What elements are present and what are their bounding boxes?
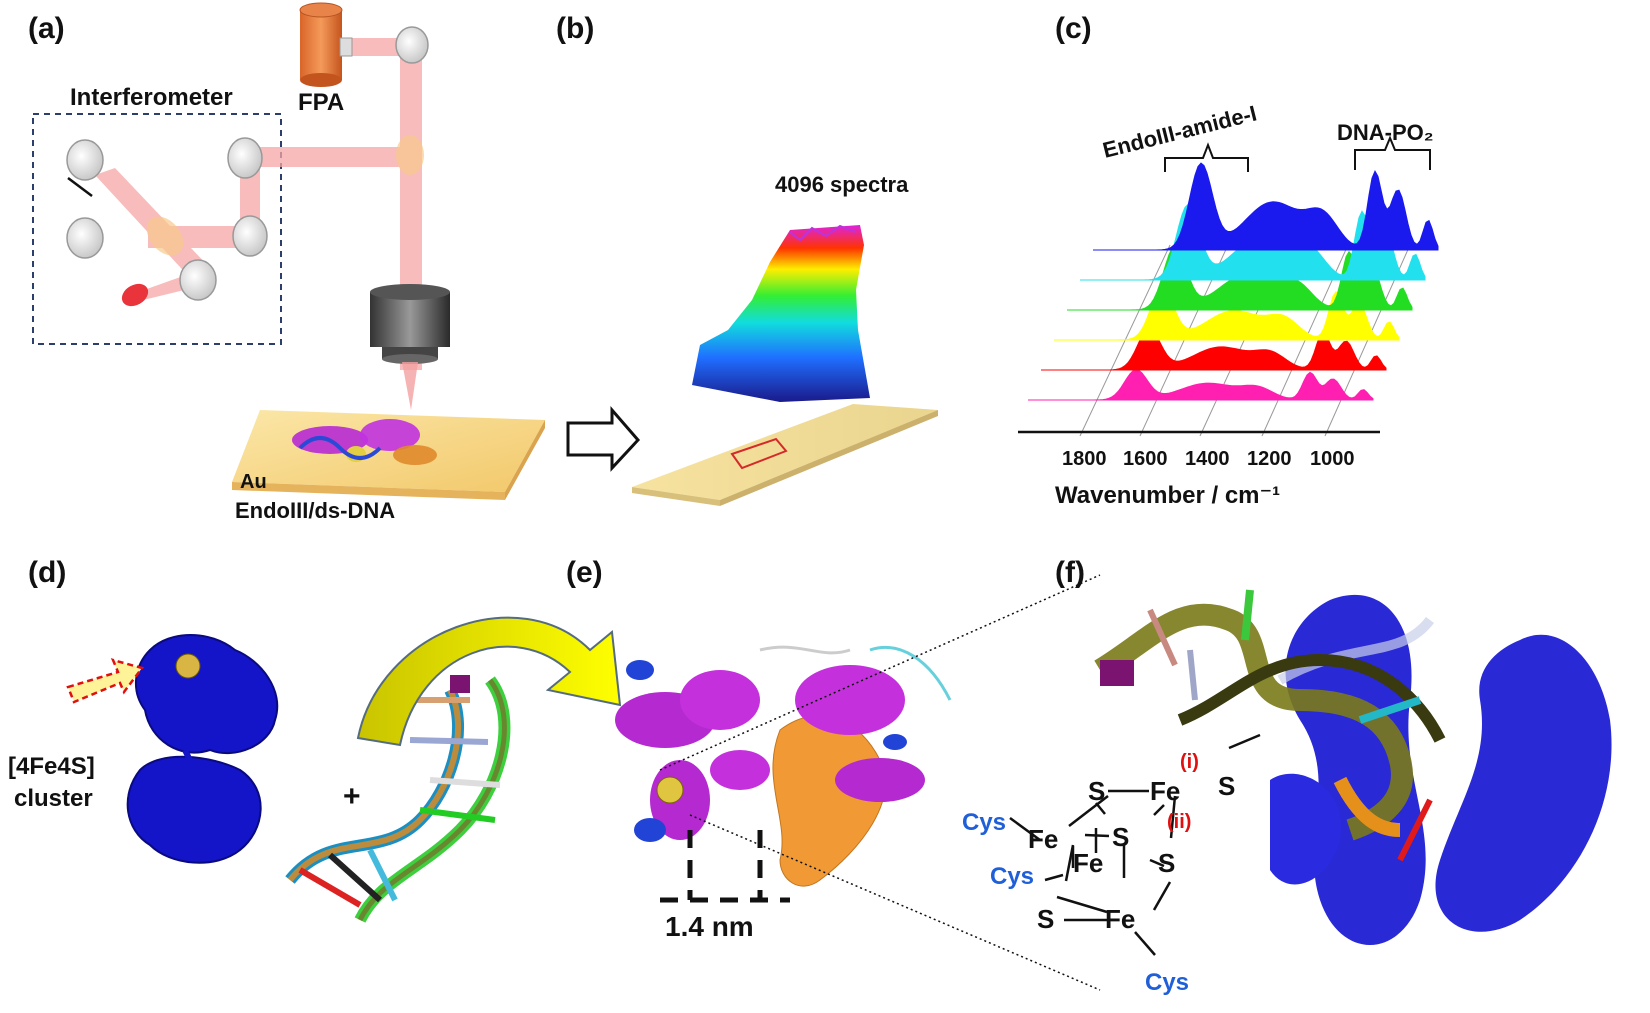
atom-fe: Fe: [1150, 776, 1180, 806]
plus-sign: +: [343, 780, 361, 813]
atom-s: S: [1037, 904, 1054, 934]
panel-a: (a) Interferometer FPA: [28, 2, 641, 523]
sample-substrate: [232, 410, 545, 500]
spectrum-trace: [1093, 162, 1439, 251]
beam-splitter-icon: [396, 135, 424, 175]
x-tick-label: 1800: [1062, 448, 1107, 470]
scan-region-box: [730, 437, 788, 470]
panel-f: (f): [962, 556, 1612, 996]
atom-s: S: [1112, 822, 1129, 852]
atom-fe: Fe: [1073, 848, 1103, 878]
dna-band-label: DNA-PO₂: [1337, 120, 1434, 145]
mirror-icon: [66, 217, 104, 259]
x-tick-label: 1600: [1123, 448, 1168, 470]
marker-i: (i): [1180, 751, 1199, 773]
panel-e: (e) 1.4 nm: [566, 556, 1101, 991]
cluster-pointer-arrow-icon: [66, 658, 145, 704]
x-tick-label: 1400: [1185, 448, 1230, 470]
panel-label-d: (d): [28, 556, 66, 589]
mirror-icon: [179, 259, 217, 301]
panel-c: (c) EndoIII-amide-I DNA-PO₂ 1800 1600 1400…: [1018, 12, 1439, 509]
atom-fe: Fe: [1028, 824, 1058, 854]
combine-arrow-icon: [356, 616, 622, 747]
dna-helix-structure: [285, 675, 511, 923]
zoomed-dna-structure: [1094, 589, 1446, 862]
cluster-label-line2: cluster: [14, 785, 93, 812]
atom-fe: Fe: [1105, 904, 1135, 934]
distance-markers: [660, 830, 790, 903]
x-axis-label: Wavenumber / cm⁻¹: [1055, 482, 1280, 509]
mirror-icon: [227, 137, 263, 179]
cys-label: Cys: [990, 863, 1034, 890]
substrate-label: Au: [240, 471, 267, 493]
zoom-line: [659, 574, 1101, 771]
atom-s: S: [1158, 848, 1175, 878]
panel-label-b: (b): [556, 12, 594, 45]
x-tick-label: 1000: [1310, 448, 1355, 470]
fpa-label: FPA: [298, 89, 344, 116]
panel-label-f: (f): [1055, 556, 1085, 589]
laser-source-icon: [121, 283, 149, 307]
interferometer-box: [32, 113, 282, 345]
amide-band-label: EndoIII-amide-I: [1100, 100, 1259, 162]
cluster-label-line1: [4Fe4S]: [8, 753, 95, 780]
panel-d: (d) [4Fe4S] cluster +: [8, 556, 622, 923]
panel-label-e: (e): [566, 556, 603, 589]
panel-label-c: (c): [1055, 12, 1092, 45]
transition-arrow-icon: [566, 405, 641, 472]
motion-arrow-icon: [67, 177, 93, 197]
objective-lens-icon: [370, 284, 450, 364]
zoomed-protein-structure: [1270, 594, 1612, 945]
x-tick-label: 1200: [1247, 448, 1292, 470]
spectral-surface-plot: [692, 225, 870, 402]
mirror-icon: [66, 139, 104, 181]
fe-s-cluster-icon: [175, 653, 201, 679]
amide-bracket: [1164, 142, 1249, 172]
zoom-line: [689, 814, 1101, 991]
x-axis-ticks: 1800 1600 1400 1200 1000: [1062, 448, 1355, 470]
spectra-count-label: 4096 spectra: [775, 172, 909, 197]
marker-ii: (ii): [1167, 811, 1191, 833]
fpa-detector-icon: [299, 2, 353, 87]
sample-label: EndoIII/ds-DNA: [235, 498, 395, 523]
spectrum-trace: [1054, 286, 1400, 341]
atom-s: S: [1088, 776, 1105, 806]
focus-beam: [402, 362, 418, 410]
mirror-icon: [232, 215, 268, 257]
atom-s: S: [1218, 771, 1235, 801]
cys-label: Cys: [962, 809, 1006, 836]
cys-label: Cys: [1145, 969, 1189, 996]
mirror-icon: [395, 26, 429, 64]
panel-label-a: (a): [28, 12, 65, 45]
panel-b: (b) 4096 spectra: [556, 12, 938, 506]
spectra-waterfall: [1028, 162, 1439, 401]
mirrors: [66, 26, 429, 301]
dna-bracket: [1354, 135, 1431, 170]
beam-splitter-icon: [146, 216, 184, 256]
endoiii-dna-complex-structure: [615, 645, 952, 887]
spectrum-trace: [1028, 369, 1374, 401]
endoiii-protein-structure: [126, 634, 279, 864]
fe-s-cluster-diagram: S S Fe Fe S Fe S S Fe Cys Cys Cys (i) (i…: [962, 733, 1261, 996]
interferometer-label: Interferometer: [70, 84, 233, 111]
distance-label: 1.4 nm: [665, 911, 754, 942]
spectrum-trace: [1041, 327, 1387, 371]
